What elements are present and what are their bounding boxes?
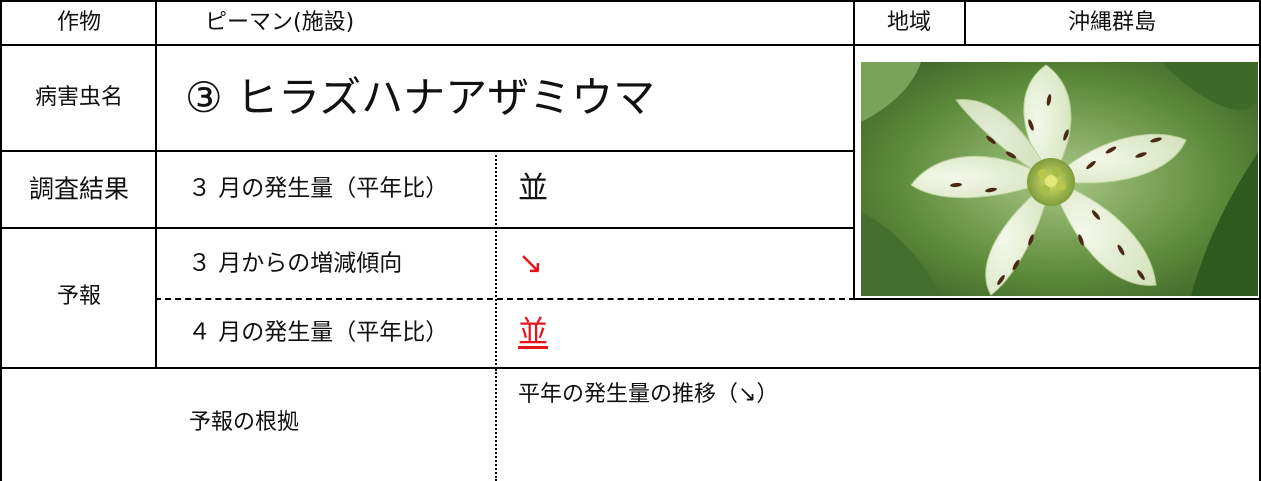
table-row-divider-3 bbox=[0, 227, 853, 229]
basis-text: 平年の発生量の推移（↘） bbox=[518, 382, 779, 407]
crop-value: ピーマン(施設) bbox=[205, 10, 355, 35]
table-col-divider-value bbox=[495, 150, 497, 369]
pest-label: 病害虫名 bbox=[34, 85, 124, 110]
forecast-amount-item: ４ 月の発生量（平年比） bbox=[188, 319, 449, 346]
table-row-divider-2 bbox=[0, 150, 853, 152]
pest-photo bbox=[861, 62, 1258, 296]
forecast-trend-item: ３ 月からの増減傾向 bbox=[188, 250, 403, 277]
survey-value: 並 bbox=[518, 171, 548, 206]
table-col-divider-photo bbox=[853, 0, 855, 300]
pest-name: ③ ヒラズハナアザミウマ bbox=[185, 73, 656, 122]
basis-label: 予報の根拠 bbox=[188, 410, 300, 435]
forecast-trend-arrow-icon: ↘ bbox=[518, 246, 544, 281]
table-row-divider-1 bbox=[0, 44, 1261, 46]
forecast-label: 予報 bbox=[56, 284, 102, 309]
table-border-top bbox=[0, 0, 1261, 2]
forecast-amount-value: 並 bbox=[518, 315, 548, 350]
table-border-left bbox=[0, 0, 2, 481]
region-label: 地域 bbox=[886, 10, 932, 35]
table-col-divider-region bbox=[964, 0, 966, 46]
table-row-divider-dashed bbox=[155, 298, 855, 300]
table-border-right bbox=[1259, 0, 1261, 481]
flower-thrips-image bbox=[861, 62, 1258, 296]
table-row-divider-4 bbox=[0, 367, 1261, 369]
table-col-divider-basis bbox=[495, 369, 497, 481]
survey-item: ３ 月の発生量（平年比） bbox=[188, 175, 449, 202]
table-row-divider-photo-bottom bbox=[853, 298, 1261, 300]
table-col-divider-label bbox=[155, 0, 157, 369]
crop-label: 作物 bbox=[56, 10, 102, 35]
survey-label: 調査結果 bbox=[28, 174, 130, 204]
region-value: 沖縄群島 bbox=[1067, 10, 1157, 35]
